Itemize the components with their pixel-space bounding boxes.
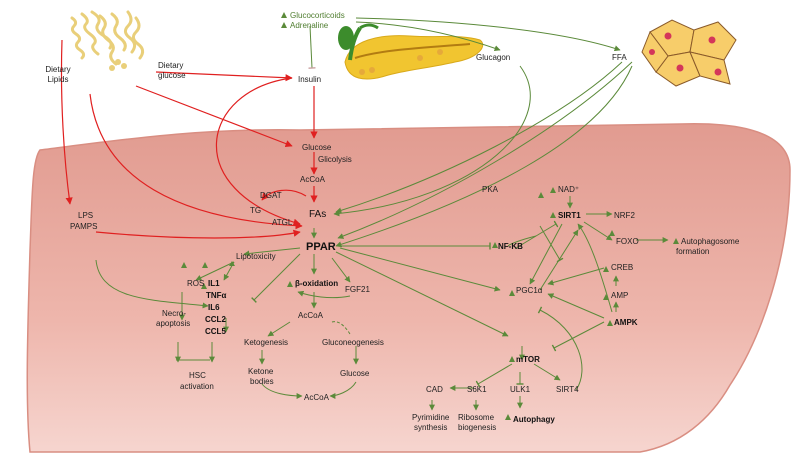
label-pamps: PAMPS <box>70 222 97 231</box>
label-ketogenesis: Ketogenesis <box>244 338 288 347</box>
label-lps: LPS <box>78 211 93 220</box>
label-ffa: FFA <box>612 53 627 62</box>
label-fas: FAs <box>309 209 326 220</box>
label-hsc-2: activation <box>180 382 214 391</box>
label-insulin: Insulin <box>298 75 321 84</box>
label-ros: ROS <box>187 279 204 288</box>
label-autophagy: Autophagy <box>513 415 555 424</box>
label-il1: IL1 <box>208 279 220 288</box>
label-pyrimidine-2: synthesis <box>414 423 447 432</box>
label-glucose-bottom: Glucose <box>340 369 370 378</box>
label-sirt1: SIRT1 <box>558 211 581 220</box>
regulation-indicators <box>181 12 679 420</box>
label-hsc-1: HSC <box>189 371 206 380</box>
label-autophagosome-2: formation <box>676 247 709 256</box>
label-ribosome-2: biogenesis <box>458 423 496 432</box>
diagram-labels: Dietary Lipids Dietary glucose Glucocort… <box>45 11 739 432</box>
label-accoa-top: AcCoA <box>300 175 326 184</box>
label-pgc1a: PGC1α <box>516 286 543 295</box>
label-gluconeogenesis: Gluconeogenesis <box>322 338 384 347</box>
label-nfkb: NF-KB <box>498 242 523 251</box>
red-arrows <box>60 39 318 239</box>
label-fgf21: FGF21 <box>345 285 370 294</box>
label-necro-1: Necro- <box>162 309 186 318</box>
label-glucagon: Glucagon <box>476 53 510 62</box>
label-dietary-glucose-1: Dietary <box>158 61 183 70</box>
label-mtor: mTOR <box>516 355 540 364</box>
label-nrf2: NRF2 <box>614 211 635 220</box>
label-ribosome-1: Ribosome <box>458 413 495 422</box>
label-ppar: PPAR <box>306 241 336 253</box>
label-tg: TG <box>250 206 261 215</box>
label-amp: AMP <box>611 291 628 300</box>
label-autophagosome-1: Autophagosome <box>681 237 740 246</box>
label-atgl: ATGL <box>272 218 293 227</box>
label-creb: CREB <box>611 263 633 272</box>
label-ketone-1: Ketone <box>248 367 274 376</box>
label-glucose: Glucose <box>302 143 332 152</box>
label-s6k1: S6K1 <box>467 385 487 394</box>
label-glicolysis: Glicolysis <box>318 155 352 164</box>
label-sirt4: SIRT4 <box>556 385 579 394</box>
green-arrows <box>95 17 669 411</box>
label-ulk1: ULK1 <box>510 385 531 394</box>
label-pka: PKA <box>482 185 499 194</box>
label-necro-2: apoptosis <box>156 319 190 328</box>
label-dietary-lipids-2: Lipids <box>48 75 69 84</box>
label-il6: IL6 <box>208 303 220 312</box>
label-lipotoxicity: Lipotoxicity <box>236 252 276 261</box>
label-adrenaline: Adrenaline <box>290 21 329 30</box>
dietary-lipids-glucose-illustration <box>70 10 145 71</box>
adipose-tissue-illustration <box>641 19 737 87</box>
label-cad: CAD <box>426 385 443 394</box>
label-dietary-glucose-2: glucose <box>158 71 186 80</box>
label-tnfa: TNFα <box>206 291 227 300</box>
label-dgat: DGAT <box>260 191 282 200</box>
label-ketone-2: bodies <box>250 377 274 386</box>
label-ampk: AMPK <box>614 318 638 327</box>
label-accoa-bottom: AcCoA <box>304 393 330 402</box>
label-accoa-mid: AcCoA <box>298 311 324 320</box>
label-foxo: FOXO <box>616 237 639 246</box>
label-nad: NAD⁺ <box>558 185 579 194</box>
label-ccl2: CCL2 <box>205 315 226 324</box>
label-dietary-lipids-1: Dietary <box>45 65 70 74</box>
label-ccl5: CCL5 <box>205 327 226 336</box>
label-glucocorticoids: Glucocorticoids <box>290 11 345 20</box>
label-beta-oxidation: β-oxidation <box>295 279 338 288</box>
pancreas-illustration <box>338 23 484 80</box>
label-pyrimidine-1: Pyrimidine <box>412 413 450 422</box>
